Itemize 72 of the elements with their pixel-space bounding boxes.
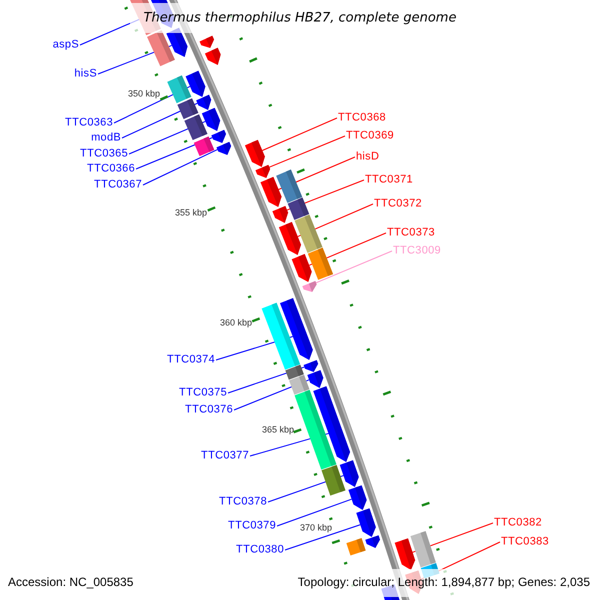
gene-feature (292, 254, 312, 282)
gene-label: TTC0369 (346, 130, 394, 142)
gene-block (308, 248, 334, 280)
gene-feature (340, 460, 359, 487)
gene-label: TTC0377 (201, 450, 249, 462)
gene-label: TTC0383 (501, 536, 549, 548)
leader-line (234, 379, 310, 410)
footer-text: Accession: NC_005835 (8, 576, 134, 588)
leader-line (122, 102, 198, 138)
gene-label: TTC0378 (219, 496, 267, 508)
leader-line (286, 180, 364, 211)
gene-feature (211, 130, 226, 143)
gene-label: TTC0382 (494, 518, 542, 528)
scale-label: 360 kbp (220, 318, 252, 328)
gene-feature (260, 176, 282, 207)
gene-feature (196, 94, 212, 110)
gene-block (346, 538, 366, 556)
scale-label: 350 kbp (128, 90, 160, 98)
leader-line (316, 250, 392, 284)
gene-feature (365, 535, 380, 548)
gene-block (410, 531, 436, 568)
leader-line (284, 524, 361, 550)
leader-line (276, 498, 352, 526)
leader-line (268, 136, 346, 168)
gene-feature (302, 281, 317, 292)
gene-label: TTC0376 (185, 404, 233, 416)
gene-block (184, 114, 208, 140)
gene-feature (204, 48, 221, 65)
scale-label: 355 kbp (174, 208, 207, 218)
gene-feature (216, 142, 232, 155)
gene-feature (244, 140, 265, 167)
leader-line (228, 366, 305, 394)
gene-label: TTC0367 (94, 180, 142, 190)
gene-label: modB (91, 132, 121, 144)
leader-line (142, 149, 218, 186)
gene-feature (278, 222, 301, 255)
gene-label: TTC0368 (338, 112, 386, 124)
gene-block (276, 170, 302, 204)
title: Thermus thermophilus HB27, complete genome (144, 12, 456, 24)
gene-block (294, 214, 322, 253)
gene-label: TTC0371 (365, 174, 413, 186)
gene-feature (304, 360, 318, 372)
gene-block (177, 98, 198, 120)
gene-feature (307, 370, 324, 388)
gene-block (289, 374, 310, 395)
gene-label: TTC0365 (80, 148, 128, 160)
gene-label: TTC0366 (87, 164, 135, 174)
gene-label: TTC0374 (167, 354, 215, 366)
gene-feature (255, 164, 270, 178)
gene-label: TTC0380 (236, 544, 284, 556)
gene-label: hisD (356, 152, 380, 162)
gene-label: TTC3009 (393, 246, 441, 256)
gene-label: TTC0363 (65, 118, 113, 128)
scale-label: 365 kbp (262, 426, 294, 434)
gene-block (321, 464, 346, 496)
leader-line (262, 118, 338, 152)
gene-feature (272, 206, 288, 223)
gene-feature (200, 36, 214, 48)
gene-block (262, 302, 300, 370)
gene-label: TTC0373 (387, 228, 435, 238)
gene-label: TTC0372 (374, 198, 422, 210)
gene-label: TTC0375 (179, 388, 227, 398)
leader-line (136, 137, 213, 170)
gene-block (167, 75, 192, 104)
gene-feature (348, 485, 367, 510)
footer-text: Topology: circular; Length: 1,894,877 bp; Genes: 2,035 (298, 576, 590, 588)
scale-label: 370 kbp (300, 524, 332, 532)
gene-label: aspS (52, 40, 79, 50)
gene-block (294, 390, 336, 470)
gene-label: TTC0379 (228, 520, 276, 532)
gene-label: hisS (74, 68, 97, 80)
gene-block (194, 136, 214, 156)
